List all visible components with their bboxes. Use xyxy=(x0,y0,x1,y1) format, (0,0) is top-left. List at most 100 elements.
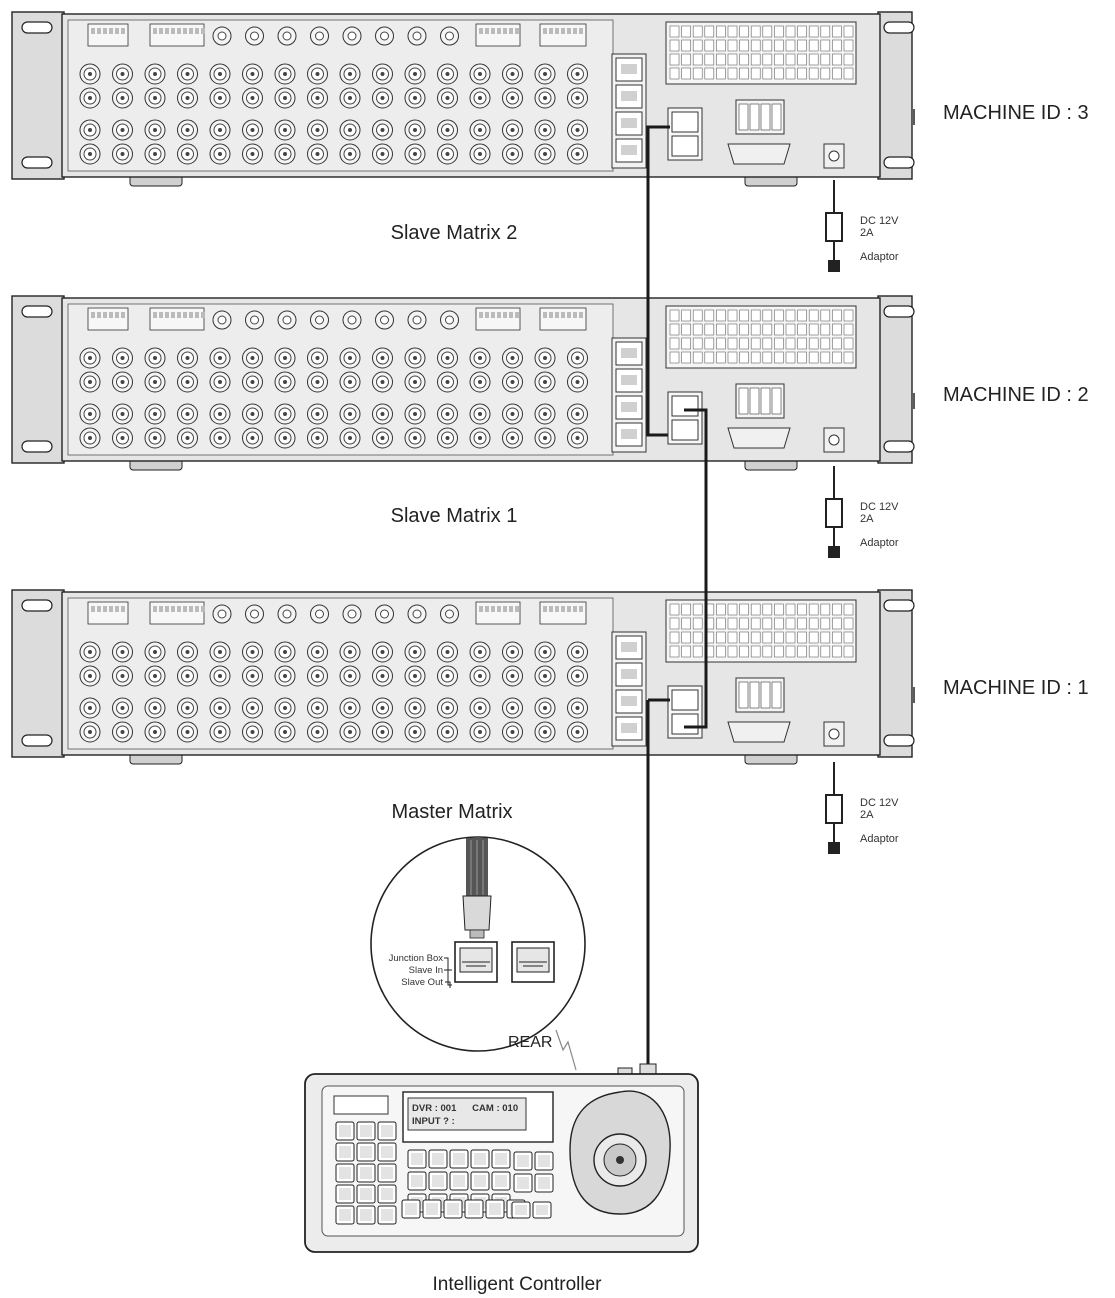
bnc-connector xyxy=(372,143,393,165)
bnc-connector xyxy=(242,347,263,369)
bnc-connector xyxy=(144,665,166,687)
controller-name: Intelligent Controller xyxy=(433,1274,603,1295)
bnc-connector xyxy=(307,143,328,165)
relay-terminals xyxy=(735,383,785,419)
rack-ear xyxy=(877,295,913,464)
label-rear: REAR xyxy=(508,1034,552,1051)
cascade-link-port xyxy=(667,107,703,161)
bnc-connector xyxy=(144,347,166,369)
bnc-connector xyxy=(79,347,101,369)
bnc-connector xyxy=(437,371,458,393)
bnc-connector xyxy=(339,721,361,743)
terminal-strip xyxy=(539,307,587,331)
bnc-connector xyxy=(112,427,133,449)
rack-ear xyxy=(877,11,913,180)
bnc-connector xyxy=(372,87,393,109)
adaptor-name-label: Adaptor xyxy=(860,833,899,845)
bnc-connector xyxy=(567,427,588,449)
bnc-connector xyxy=(209,665,231,687)
controller-lcd: DVR : 001 CAM : 010 INPUT ? : xyxy=(402,1091,554,1143)
joystick[interactable] xyxy=(569,1090,671,1215)
matrix-units xyxy=(11,11,915,765)
cascade-link-port xyxy=(667,391,703,445)
adaptor-name-label: Adaptor xyxy=(860,251,899,263)
bnc-connector xyxy=(274,347,296,369)
bnc-connector xyxy=(534,143,556,165)
bnc-connector xyxy=(209,119,231,141)
bnc-connector xyxy=(469,119,491,141)
bnc-connector xyxy=(177,63,198,85)
bnc-connector xyxy=(209,403,231,425)
mount-slot xyxy=(883,305,915,318)
bnc-connector xyxy=(339,347,361,369)
bnc-connector xyxy=(372,697,393,719)
bnc-connector xyxy=(502,403,523,425)
bnc-connector xyxy=(502,641,523,663)
bnc-connector xyxy=(372,721,393,743)
serial-port xyxy=(727,143,791,165)
alarm-terminal-block xyxy=(665,305,857,369)
adaptor-current-label: 2A xyxy=(860,227,874,239)
bnc-connector xyxy=(144,641,166,663)
bnc-connector xyxy=(242,665,263,687)
bnc-connector xyxy=(339,403,361,425)
bnc-connector xyxy=(567,119,588,141)
bnc-connector xyxy=(404,63,426,85)
bnc-connector xyxy=(209,143,231,165)
bnc-connector xyxy=(502,143,523,165)
rj45-port-column xyxy=(611,631,647,747)
bnc-connector xyxy=(112,665,133,687)
bnc-connector xyxy=(534,347,556,369)
bnc-connector xyxy=(372,403,393,425)
bnc-connector xyxy=(307,665,328,687)
bnc-connector xyxy=(437,721,458,743)
bnc-connector xyxy=(144,697,166,719)
bnc-connector xyxy=(177,347,198,369)
bnc-connector xyxy=(209,63,231,85)
terminal-strip xyxy=(149,23,205,47)
rack-ear xyxy=(11,11,65,180)
bnc-connector xyxy=(79,371,101,393)
bnc-connector xyxy=(567,641,588,663)
bnc-connector xyxy=(469,143,491,165)
bnc-connector xyxy=(177,87,198,109)
bnc-connector xyxy=(307,697,328,719)
bnc-connector xyxy=(79,143,101,165)
bnc-connector xyxy=(339,665,361,687)
bnc-connector xyxy=(404,697,426,719)
bnc-connector xyxy=(404,371,426,393)
mount-slot xyxy=(883,156,915,169)
bnc-connector xyxy=(79,697,101,719)
rear-pointer: REAR xyxy=(508,1029,577,1071)
bnc-connector xyxy=(437,347,458,369)
bnc-connector xyxy=(307,641,328,663)
adaptor-current-label: 2A xyxy=(860,513,874,525)
machine-id-1: MACHINE ID : 1 xyxy=(943,677,1089,699)
alarm-terminal-block xyxy=(665,21,857,85)
serial-port xyxy=(727,721,791,743)
bnc-connector xyxy=(144,721,166,743)
bnc-connector xyxy=(404,641,426,663)
bnc-connector xyxy=(177,119,198,141)
bnc-connector xyxy=(209,697,231,719)
bnc-connector xyxy=(404,143,426,165)
bnc-connector xyxy=(307,721,328,743)
bnc-connector xyxy=(339,143,361,165)
bnc-connector xyxy=(112,403,133,425)
bnc-connector xyxy=(567,403,588,425)
bnc-connector xyxy=(209,641,231,663)
bnc-connector xyxy=(112,119,133,141)
bnc-connector xyxy=(307,371,328,393)
bnc-connector xyxy=(112,641,133,663)
bnc-connector xyxy=(242,427,263,449)
mount-slot xyxy=(883,21,915,34)
bnc-connector xyxy=(502,721,523,743)
bnc-connector xyxy=(372,63,393,85)
bnc-connector xyxy=(437,87,458,109)
bnc-connector xyxy=(502,665,523,687)
bnc-connector xyxy=(469,641,491,663)
bnc-connector xyxy=(437,665,458,687)
bnc-connector xyxy=(177,641,198,663)
